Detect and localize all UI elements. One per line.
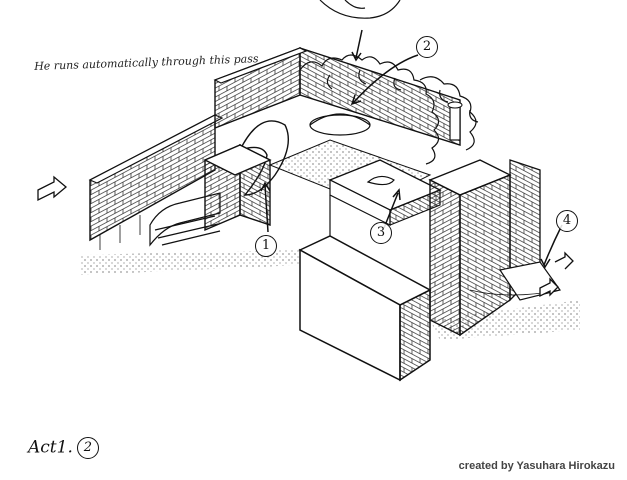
callout-1: 1	[255, 235, 277, 257]
act-number: 2	[76, 437, 99, 459]
exit-arrow-icon	[539, 251, 574, 298]
left-wall	[88, 113, 224, 250]
ground-texture	[80, 250, 580, 340]
callout-3: 3	[370, 222, 392, 244]
right-block	[428, 101, 512, 337]
central-pillar	[203, 143, 272, 232]
callout-2: 2	[416, 36, 438, 58]
entry-arrow-icon	[37, 175, 68, 202]
back-wall	[213, 46, 461, 146]
central-slab	[298, 159, 442, 382]
act-text: Act1.	[28, 437, 73, 458]
credit-text: created by Yasuhara Hirokazu	[458, 460, 615, 472]
callout-4: 4	[556, 210, 578, 232]
act-label: Act1.2	[28, 437, 99, 459]
